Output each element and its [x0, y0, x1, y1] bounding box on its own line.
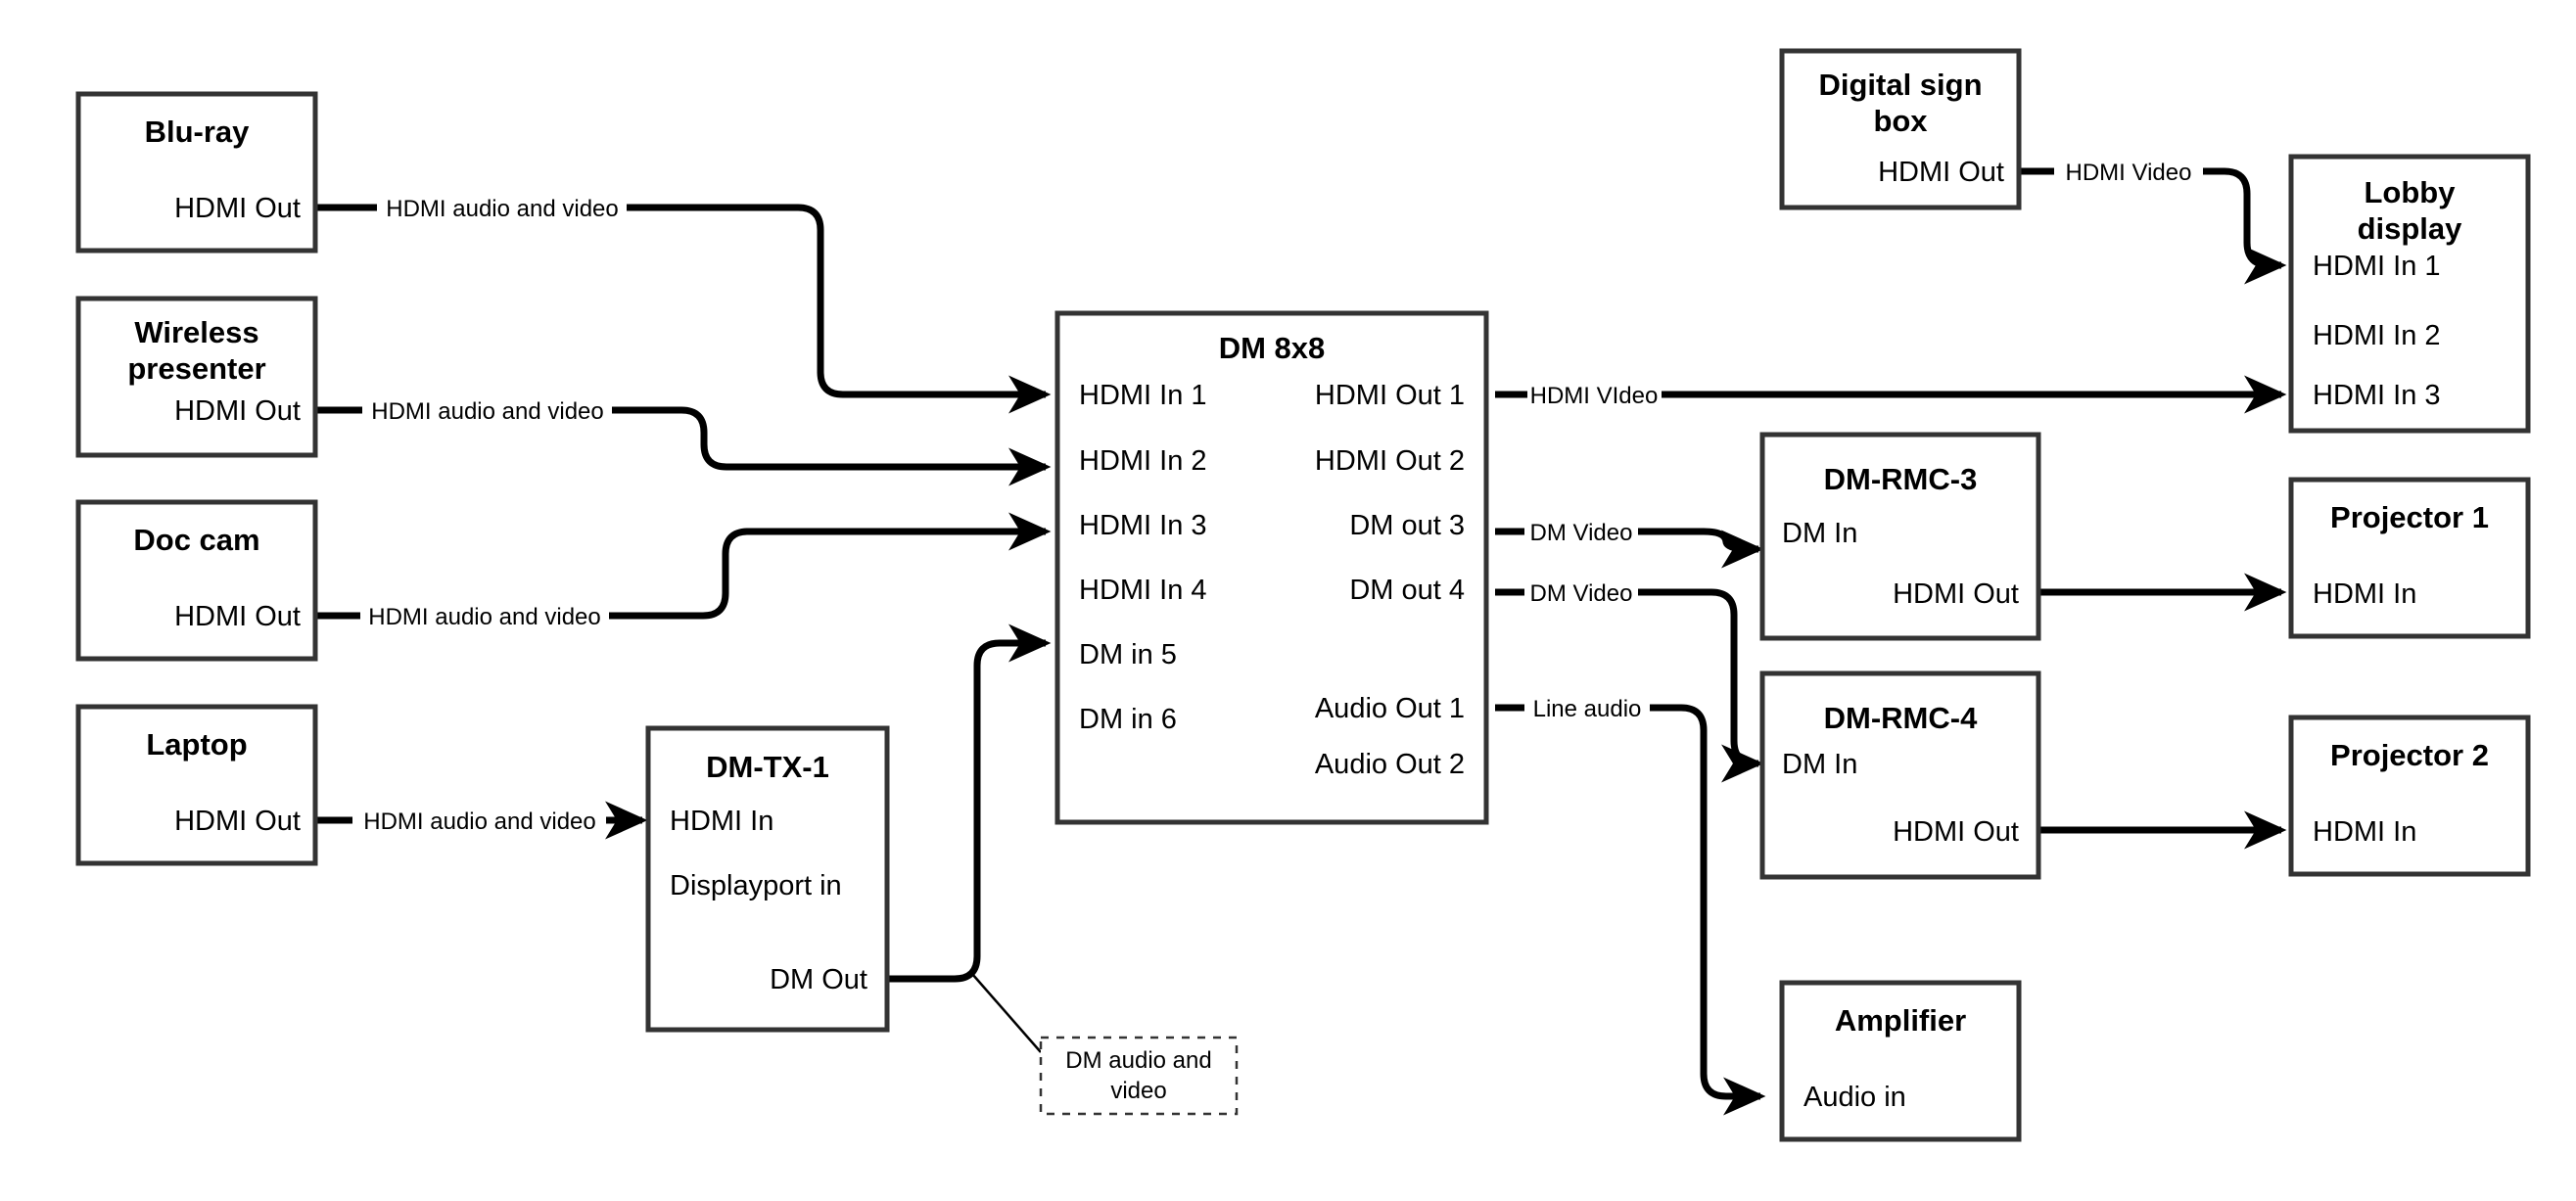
node-lobby-display[interactable]: Lobby display HDMI In 1 HDMI In 2 HDMI I…: [2288, 154, 2531, 434]
dm-rmc-3-port-dm-in: DM In: [1782, 518, 1857, 549]
dm-8x8-input-hdmi-in-2: HDMI In 2: [1079, 445, 1207, 477]
amplifier-box[interactable]: [1779, 980, 2022, 1142]
digital-sign-box-title-line1: Digital sign: [1818, 68, 1982, 102]
annotation-dm-audio-video-note: DM audio and video: [1039, 1036, 1239, 1116]
digital-sign-box-port-hdmi-out: HDMI Out: [1878, 157, 2004, 188]
projector-2-title: Projector 2: [2330, 738, 2489, 772]
dm-tx-1-port-displayport-in: Displayport in: [670, 870, 842, 901]
dm-8x8-input-hdmi-in-3: HDMI In 3: [1079, 510, 1207, 541]
node-doc-cam[interactable]: Doc cam HDMI Out: [75, 499, 318, 662]
wire-label-dm-out3-to-rmc3: DM Video: [1530, 520, 1633, 546]
node-amplifier[interactable]: Amplifier Audio in: [1779, 980, 2022, 1142]
lobby-display-title-line1: Lobby: [2365, 175, 2457, 209]
dm-8x8-output-dm-out-3: DM out 3: [1349, 510, 1465, 541]
note-leader-line: [971, 973, 1042, 1053]
wire-dm8x8-out3-to-dmrmc3: [1495, 531, 1758, 549]
projector-1-title: Projector 1: [2330, 500, 2489, 534]
wireless-presenter-title-line1: Wireless: [134, 315, 258, 349]
projector-2-box[interactable]: [2288, 715, 2531, 877]
laptop-box[interactable]: [75, 704, 318, 866]
node-bluray[interactable]: Blu-ray HDMI Out: [75, 91, 318, 254]
lobby-display-input-hdmi-in-2: HDMI In 2: [2313, 320, 2441, 351]
wire-wireless-to-dm8x8-hdmi-in-2: [315, 406, 1046, 467]
dm-tx-1-title: DM-TX-1: [706, 750, 829, 784]
dm-tx-1-port-dm-out: DM Out: [770, 964, 867, 995]
wire-dmtx1-to-dm8x8-dm-in-5: [887, 624, 1052, 983]
bluray-port-hdmi-out: HDMI Out: [174, 193, 301, 224]
dm-8x8-input-hdmi-in-4: HDMI In 4: [1079, 575, 1207, 606]
wire-label-dm-audio-to-amp: Line audio: [1533, 696, 1642, 722]
wire-doccam-to-dm8x8-hdmi-in-3: [315, 531, 1046, 620]
dm-tx-1-box[interactable]: [645, 725, 890, 1033]
doc-cam-box[interactable]: [75, 499, 318, 662]
dm-rmc-3-title: DM-RMC-3: [1824, 462, 1978, 496]
bluray-box[interactable]: [75, 91, 318, 254]
projector-2-port-hdmi-in: HDMI In: [2313, 816, 2416, 848]
node-wireless-presenter[interactable]: Wireless presenter HDMI Out: [75, 296, 318, 458]
wireless-presenter-port-hdmi-out: HDMI Out: [174, 395, 301, 427]
wire-dm8x8-audioout1-to-amplifier: [1495, 704, 1760, 1096]
dm-rmc-4-port-dm-in: DM In: [1782, 749, 1857, 780]
wire-bluray-to-dm8x8-hdmi-in-1: [315, 204, 1046, 394]
lobby-display-title-line2: display: [2358, 211, 2463, 246]
dm-8x8-input-dm-in-6: DM in 6: [1079, 704, 1177, 735]
dm-8x8-input-dm-in-5: DM in 5: [1079, 639, 1177, 670]
digital-sign-box-title-line2: box: [1873, 104, 1928, 138]
node-dm-tx-1[interactable]: DM-TX-1 HDMI In Displayport in DM Out: [645, 725, 890, 1033]
wire-label-signbox-to-lobby: HDMI Video: [2066, 160, 2192, 186]
node-dm-8x8[interactable]: DM 8x8 HDMI In 1 HDMI In 2 HDMI In 3 HDM…: [1054, 310, 1489, 825]
wire-label-laptop-to-tx: HDMI audio and video: [363, 808, 595, 835]
projector-1-box[interactable]: [2288, 477, 2531, 639]
amplifier-port-audio-in: Audio in: [1803, 1082, 1906, 1113]
node-projector-2[interactable]: Projector 2 HDMI In: [2288, 715, 2531, 877]
note-box: [1039, 1036, 1239, 1116]
digital-sign-box-box[interactable]: [1779, 48, 2022, 210]
node-projector-1[interactable]: Projector 1 HDMI In: [2288, 477, 2531, 639]
projector-1-port-hdmi-in: HDMI In: [2313, 578, 2416, 610]
dm-rmc-4-title: DM-RMC-4: [1824, 701, 1978, 735]
dm-8x8-output-audio-out-2: Audio Out 2: [1315, 749, 1465, 780]
node-dm-rmc-3[interactable]: DM-RMC-3 DM In HDMI Out: [1759, 432, 2041, 641]
dm-rmc-3-port-hdmi-out: HDMI Out: [1893, 578, 2019, 610]
wire-label-wireless-to-dm: HDMI audio and video: [371, 398, 603, 425]
doc-cam-port-hdmi-out: HDMI Out: [174, 601, 301, 632]
bluray-title: Blu-ray: [145, 115, 251, 149]
dm-8x8-output-hdmi-out-2: HDMI Out 2: [1315, 445, 1465, 477]
note-line1: DM audio and: [1065, 1047, 1211, 1074]
dm-rmc-4-box[interactable]: [1759, 670, 2041, 880]
wire-label-dm-out4-to-rmc4: DM Video: [1530, 580, 1633, 607]
dm-8x8-title: DM 8x8: [1219, 331, 1326, 365]
dm-8x8-input-hdmi-in-1: HDMI In 1: [1079, 380, 1207, 411]
amplifier-title: Amplifier: [1835, 1003, 1966, 1038]
wire-dm8x8-out4-to-dmrmc4: [1495, 588, 1758, 763]
laptop-title: Laptop: [146, 727, 247, 762]
wireless-presenter-title-line2: presenter: [127, 351, 265, 386]
dm-8x8-box[interactable]: [1054, 310, 1489, 825]
dm-8x8-output-hdmi-out-1: HDMI Out 1: [1315, 380, 1465, 411]
dm-tx-1-port-hdmi-in: HDMI In: [670, 806, 773, 837]
dm-rmc-4-port-hdmi-out: HDMI Out: [1893, 816, 2019, 848]
node-dm-rmc-4[interactable]: DM-RMC-4 DM In HDMI Out: [1759, 670, 2041, 880]
dm-8x8-output-dm-out-4: DM out 4: [1349, 575, 1465, 606]
wireless-presenter-box[interactable]: [75, 296, 318, 458]
lobby-display-input-hdmi-in-3: HDMI In 3: [2313, 380, 2441, 411]
wire-label-bluray-to-dm: HDMI audio and video: [386, 196, 618, 222]
laptop-port-hdmi-out: HDMI Out: [174, 806, 301, 837]
wire-label-dm-out1-to-lobby: HDMI VIdeo: [1530, 383, 1659, 409]
wire-signbox-to-lobby-hdmi-in-1: [2019, 167, 2281, 265]
note-line2: video: [1110, 1078, 1166, 1104]
doc-cam-title: Doc cam: [133, 523, 259, 557]
node-laptop[interactable]: Laptop HDMI Out: [75, 704, 318, 866]
lobby-display-input-hdmi-in-1: HDMI In 1: [2313, 251, 2441, 282]
node-digital-sign-box[interactable]: Digital sign box HDMI Out: [1779, 48, 2022, 210]
dm-8x8-output-audio-out-1: Audio Out 1: [1315, 693, 1465, 724]
wire-label-doccam-to-dm: HDMI audio and video: [368, 604, 600, 630]
dm-rmc-3-box[interactable]: [1759, 432, 2041, 641]
lobby-display-box[interactable]: [2288, 154, 2531, 434]
